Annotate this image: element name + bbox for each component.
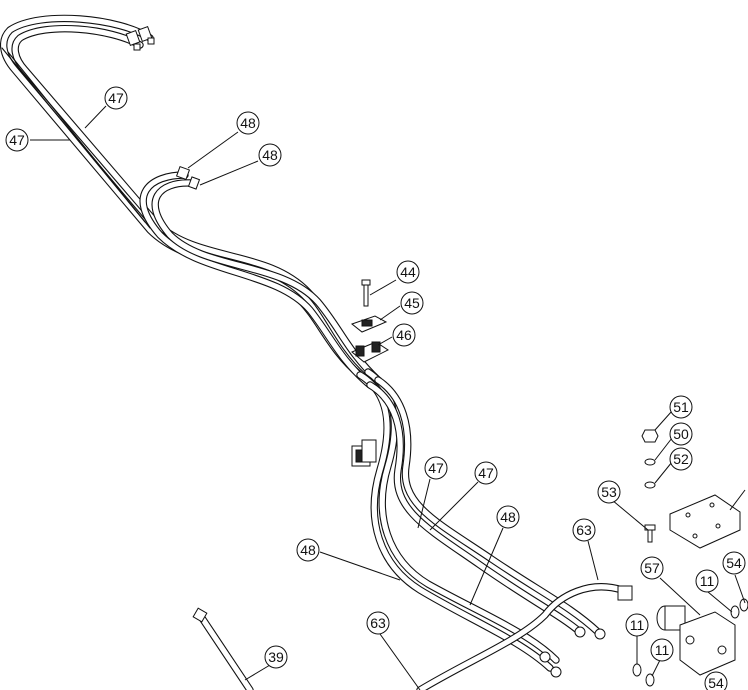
callout-label: 50 [673, 426, 689, 442]
callout-label: 11 [630, 617, 645, 633]
washer-52 [644, 481, 656, 489]
callout-balloon: 51 [669, 395, 693, 419]
callout-balloon: 47 [474, 461, 498, 485]
callout-label: 48 [240, 115, 256, 131]
callout-label: 48 [300, 542, 316, 558]
callout-balloon: 11 [625, 613, 649, 637]
clamp-body-46 [351, 341, 389, 363]
callout-balloon: 47 [424, 456, 448, 480]
bolt-44 [361, 279, 371, 307]
callout-balloon: 48 [496, 505, 520, 529]
callout-balloon: 53 [597, 480, 621, 504]
screw-53 [644, 524, 656, 543]
callout-balloon: 48 [258, 143, 282, 167]
callout-balloon: 63 [572, 518, 596, 542]
callout-label: 47 [428, 460, 444, 476]
callout-label: 46 [396, 327, 412, 343]
hose-bundle-lower [356, 368, 602, 672]
washer-50 [644, 458, 656, 466]
callout-label: 54 [726, 555, 742, 571]
hose-end-fittings [539, 626, 606, 678]
top-fittings [125, 26, 155, 51]
mounting-plate [669, 494, 741, 549]
callout-label: 63 [576, 522, 592, 538]
callout-balloon: 57 [640, 556, 664, 580]
callout-label: 45 [404, 295, 420, 311]
hose-39 [192, 607, 254, 690]
callout-balloon: 54 [704, 671, 728, 690]
leader-lines [30, 105, 746, 690]
callout-balloon: 48 [296, 538, 320, 562]
hose-clamp-block [351, 439, 377, 467]
callout-balloon: 50 [669, 422, 693, 446]
callout-balloon: 46 [392, 323, 416, 347]
callout-label: 51 [673, 399, 689, 415]
clamp-plate-45 [350, 315, 388, 333]
callout-balloon: 54 [722, 551, 746, 575]
callout-label: 47 [478, 465, 494, 481]
callout-balloon: 44 [396, 260, 420, 284]
callout-balloon: 39 [264, 645, 288, 669]
hose-bundle-middle [139, 165, 382, 389]
valve-block-57 [656, 605, 736, 676]
callout-label: 52 [673, 451, 689, 467]
callout-label: 54 [708, 675, 724, 690]
callout-balloon: 52 [669, 447, 693, 471]
callout-label: 47 [9, 132, 25, 148]
callout-label: 48 [500, 509, 516, 525]
callout-label: 47 [108, 90, 124, 106]
hose-63 [416, 583, 633, 690]
callout-balloon: 48 [236, 111, 260, 135]
callout-balloon: 47 [104, 86, 128, 110]
callout-label: 44 [400, 264, 416, 280]
callout-label: 11 [700, 573, 715, 589]
hose-bundle-upper [0, 14, 372, 379]
callout-balloon: 63 [366, 611, 390, 635]
callout-label: 57 [644, 560, 660, 576]
callout-label: 39 [268, 649, 284, 665]
callout-label: 53 [601, 484, 617, 500]
callout-balloon: 45 [400, 291, 424, 315]
callout-balloon: 47 [5, 128, 29, 152]
nut-51 [641, 429, 659, 443]
callout-label: 48 [262, 147, 278, 163]
callout-balloon: 11 [695, 569, 719, 593]
callout-label: 63 [370, 615, 386, 631]
callout-balloon: 11 [650, 638, 674, 662]
callout-label: 11 [655, 642, 670, 658]
